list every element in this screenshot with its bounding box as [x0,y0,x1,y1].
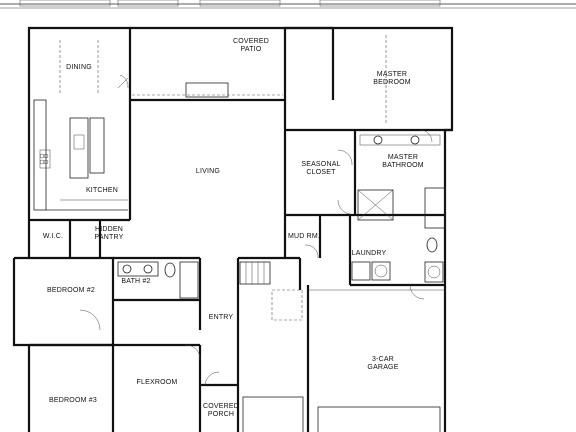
hidden-pantry-line1: HIDDEN [94,226,124,233]
master-bedroom-line1: MASTER [376,71,408,78]
top-border-strip [0,0,576,9]
seasonal-closet-label: SEASONAL CLOSET [301,161,340,177]
master-bathroom-label: MASTER BATHROOM [382,154,424,170]
living-label: LIVING [195,168,221,175]
bedroom3-label: BEDROOM #3 [49,397,97,404]
mud-rm-label: MUD RM. [287,233,321,240]
kitchen-label: KITCHEN [85,187,119,194]
seasonal-closet-line2: CLOSET [306,169,336,176]
covered-porch-line1: COVERED [202,403,240,410]
stairs [239,261,303,321]
seasonal-closet-line1: SEASONAL [301,161,341,168]
master-bedroom-label: MASTER BEDROOM [373,71,411,87]
covered-porch-line2: PORCH [207,411,235,418]
bath2-fixtures [117,261,199,299]
garage-line1: 3-CAR [371,356,394,363]
bath2-label: BATH #2 [121,278,151,285]
patio-details [132,35,387,125]
covered-patio-label: COVERED PATIO [233,38,269,54]
doors [79,74,433,386]
hidden-pantry-label: HIDDEN PANTRY [95,226,124,242]
dining-label: DINING [66,64,92,71]
covered-patio-line1: COVERED [232,38,270,45]
laundry-label: LAUNDRY [351,250,387,257]
master-bathroom-line2: BATHROOM [382,162,424,169]
bedroom2-label: BEDROOM #2 [47,287,95,294]
laundry-fixtures [351,261,444,283]
garage-line2: GARAGE [367,364,399,371]
wic-label: W.I.C. [42,233,64,240]
kitchen-fixtures [33,40,128,211]
garage-label: 3-CAR GARAGE [367,356,398,372]
entry-label: ENTRY [208,314,234,321]
master-bath-fixtures [357,134,446,253]
master-bedroom-line2: BEDROOM [373,79,411,86]
covered-patio-line2: PATIO [240,46,262,53]
covered-porch-label: COVERED PORCH [203,403,239,419]
flexroom-label: FLEXROOM [136,379,178,386]
hidden-pantry-line2: PANTRY [94,234,124,241]
garage-doors [242,289,445,432]
interior-walls [29,100,452,432]
master-bathroom-line1: MASTER [387,154,419,161]
